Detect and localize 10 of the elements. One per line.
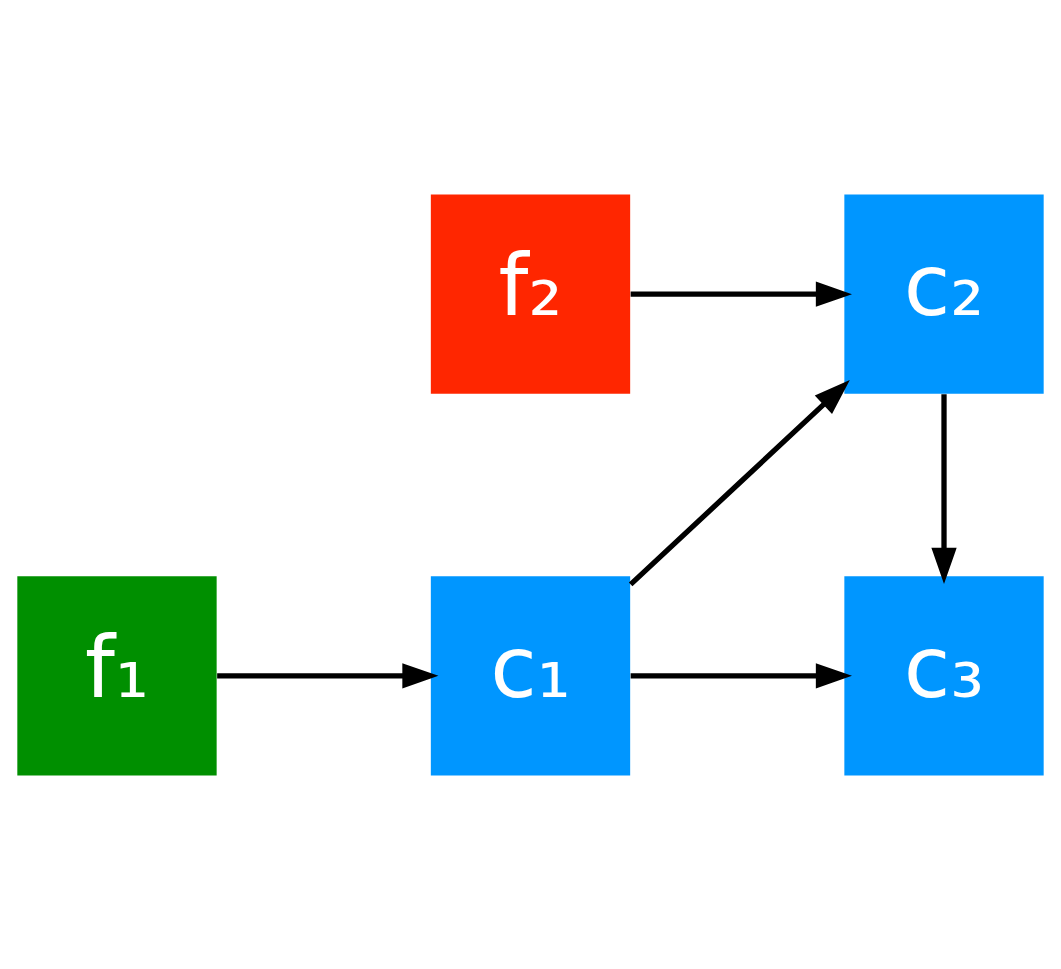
arrow	[628, 379, 850, 586]
node-box: c₂	[844, 194, 1044, 394]
node-box: c₁	[430, 575, 631, 775]
node-box: f₁	[17, 575, 217, 775]
arrow	[630, 281, 852, 307]
node-box: c₃	[844, 575, 1044, 775]
node-box: f₂	[430, 194, 631, 394]
arrow	[630, 662, 852, 688]
arrow	[217, 662, 439, 688]
arrow	[931, 393, 957, 584]
